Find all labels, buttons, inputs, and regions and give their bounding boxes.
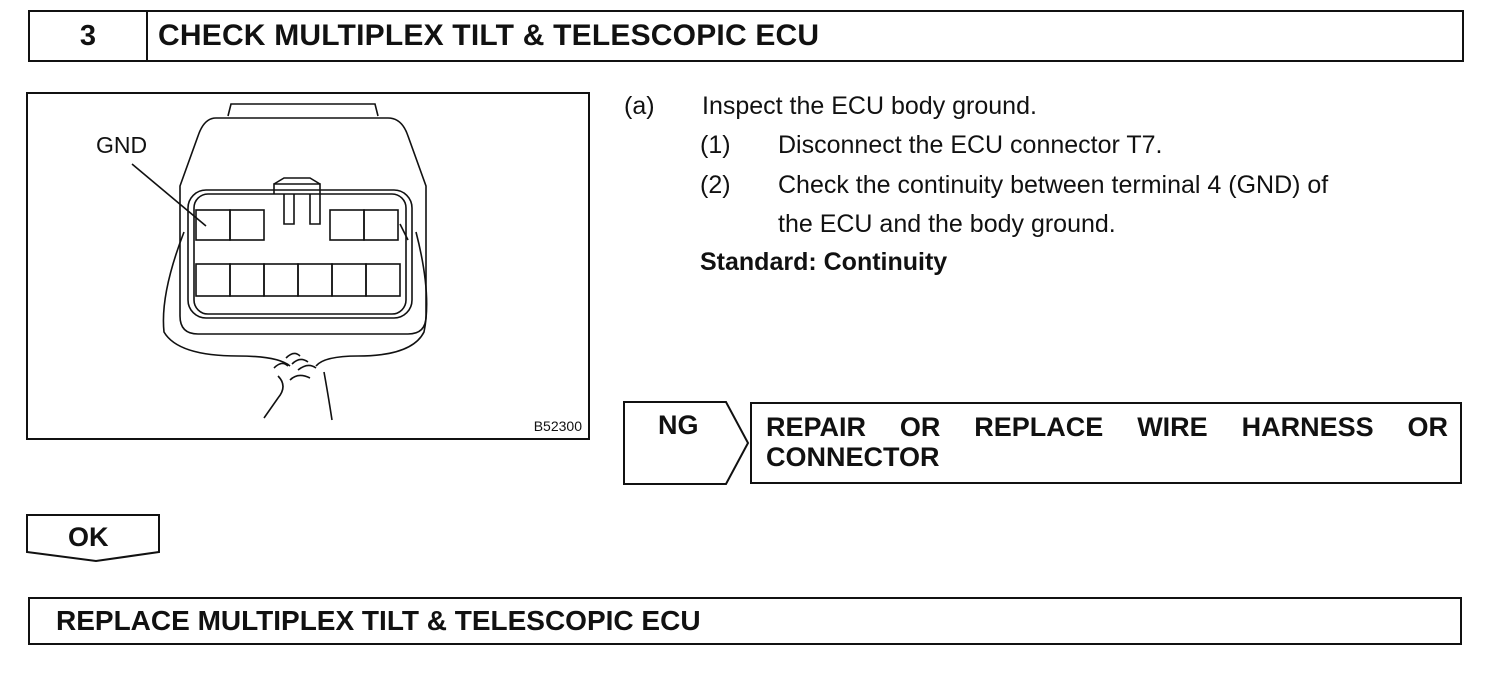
- gnd-label: GND: [96, 132, 148, 158]
- standard-text: Standard: Continuity: [700, 248, 948, 276]
- ng-result-box: REPAIR OR REPLACE WIRE HARNESS OR CONNEC…: [750, 402, 1462, 484]
- substep-1-text: Disconnect the ECU connector T7.: [778, 131, 1163, 159]
- ok-label: OK: [68, 522, 109, 552]
- ng-arrow-shape: [623, 401, 750, 485]
- step-title: CHECK MULTIPLEX TILT & TELESCOPIC ECU: [158, 19, 820, 52]
- ng-result-text: REPAIR OR REPLACE WIRE HARNESS OR CONNEC…: [766, 412, 1448, 472]
- connector-figure: GND B52300: [26, 92, 590, 440]
- substep-2-marker: (2): [700, 171, 731, 199]
- step-a-marker: (a): [624, 92, 655, 120]
- ecu-connector-illustration: [131, 103, 428, 421]
- step-a-text: Inspect the ECU body ground.: [702, 92, 1037, 120]
- step-number: 3: [30, 12, 148, 60]
- final-action-text: REPLACE MULTIPLEX TILT & TELESCOPIC ECU: [56, 605, 701, 636]
- substep-2-text-cont: the ECU and the body ground.: [778, 210, 1116, 238]
- figure-code: B52300: [533, 418, 582, 434]
- step-header: 3 CHECK MULTIPLEX TILT & TELESCOPIC ECU: [28, 10, 1464, 62]
- ok-tab-shape: [26, 514, 160, 563]
- ng-label: NG: [658, 410, 699, 440]
- substep-2-text: Check the continuity between terminal 4 …: [778, 171, 1329, 199]
- final-action-box: REPLACE MULTIPLEX TILT & TELESCOPIC ECU: [28, 597, 1462, 645]
- substep-1-marker: (1): [700, 131, 731, 159]
